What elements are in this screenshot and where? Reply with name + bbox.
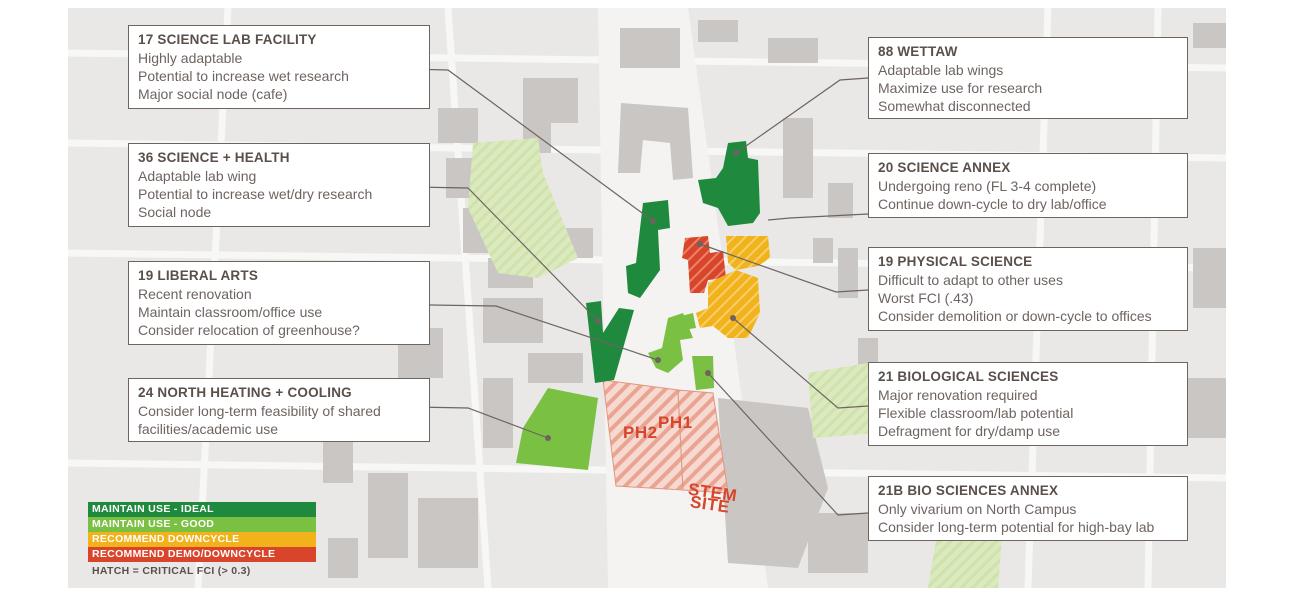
callout-title: 19 PHYSICAL SCIENCE [878, 254, 1033, 269]
leader-20 [767, 213, 869, 221]
callout-line: Maintain classroom/office use [138, 304, 323, 320]
callout-line: Somewhat disconnected [878, 98, 1031, 114]
callout-line: Maximize use for research [878, 80, 1043, 96]
callout-line: Defragment for dry/damp use [878, 423, 1061, 439]
site-ph1 [677, 389, 729, 494]
building-21-biological-sciences [696, 270, 760, 338]
callout-line: Social node [138, 204, 212, 220]
callout-19-liberal-arts: 19 LIBERAL ARTS Recent renovation Mainta… [128, 261, 430, 345]
green-space-east [808, 363, 878, 438]
callout-24-north-heating-cooling: 24 NORTH HEATING + COOLING Consider long… [128, 378, 430, 442]
callout-88-wettaw: 88 WETTAW Adaptable lab wings Maximize u… [868, 37, 1188, 119]
leader-dots [545, 150, 739, 441]
callout-line: Consider demolition or down-cycle to off… [878, 308, 1152, 324]
callout-19-physical-science: 19 PHYSICAL SCIENCE Difficult to adapt t… [868, 247, 1188, 331]
callout-line: Worst FCI (.43) [878, 290, 974, 306]
callout-line: Consider long-term feasibility of shared [138, 403, 381, 419]
callout-title: 21B BIO SCIENCES ANNEX [878, 483, 1059, 498]
callout-title: 19 LIBERAL ARTS [138, 268, 259, 283]
callout-line: Difficult to adapt to other uses [878, 272, 1063, 288]
building-88-wettaw [698, 141, 760, 226]
building-21b-bio-sciences-annex [692, 356, 714, 390]
callout-20-science-annex: 20 SCIENCE ANNEX Undergoing reno (FL 3-4… [868, 153, 1188, 218]
legend-hatch-note: HATCH = CRITICAL FCI (> 0.3) [92, 565, 251, 577]
callout-line: Potential to increase wet/dry research [138, 186, 373, 202]
leader-21 [732, 317, 869, 409]
legend-maintain-ideal: MAINTAIN USE - IDEAL [88, 502, 316, 517]
callout-title: 20 SCIENCE ANNEX [878, 160, 1011, 175]
legend-recommend-demo: RECOMMEND DEMO/DOWNCYCLE [88, 547, 316, 562]
building-19-physical-science [726, 236, 770, 270]
site-label-ph2: PH2 [623, 423, 658, 442]
site-label-ph1: PH1 [658, 413, 693, 432]
leader-19ps [699, 243, 869, 293]
callout-title: 36 SCIENCE + HEALTH [138, 150, 290, 165]
callout-line: facilities/academic use [138, 421, 279, 437]
callout-line: Consider relocation of greenhouse? [138, 322, 360, 338]
callout-21-biological-sciences: 21 BIOLOGICAL SCIENCES Major renovation … [868, 362, 1188, 446]
building-17-science-lab [626, 200, 670, 298]
callout-line: Recent renovation [138, 286, 252, 302]
callout-title: 24 NORTH HEATING + COOLING [138, 385, 352, 400]
callout-line: Undergoing reno (FL 3-4 complete) [878, 178, 1097, 194]
building-20-science-annex [682, 236, 726, 293]
callout-line: Major renovation required [878, 387, 1038, 403]
callout-line: Adaptable lab wings [878, 62, 1004, 78]
callout-line: Flexible classroom/lab potential [878, 405, 1074, 421]
legend-maintain-good: MAINTAIN USE - GOOD [88, 517, 316, 532]
callout-line: Continue down-cycle to dry lab/office [878, 196, 1107, 212]
callout-line: Only vivarium on North Campus [878, 501, 1077, 517]
leader-21b [707, 372, 869, 516]
green-space-west [468, 138, 578, 278]
callout-line: Consider long-term potential for high-ba… [878, 519, 1155, 535]
callout-title: 88 WETTAW [878, 44, 958, 59]
callout-title: 17 SCIENCE LAB FACILITY [138, 32, 317, 47]
callout-line: Potential to increase wet research [138, 68, 349, 84]
leader-88 [735, 77, 869, 154]
building-24-north-heating-cooling [516, 388, 598, 470]
callout-21b-bio-sciences-annex: 21B BIO SCIENCES ANNEX Only vivarium on … [868, 476, 1188, 541]
callout-line: Adaptable lab wing [138, 168, 257, 184]
callout-line: Highly adaptable [138, 50, 243, 66]
callout-36-science-health: 36 SCIENCE + HEALTH Adaptable lab wing P… [128, 143, 430, 227]
callout-17-science-lab-facility: 17 SCIENCE LAB FACILITY Highly adaptable… [128, 25, 430, 109]
callout-title: 21 BIOLOGICAL SCIENCES [878, 369, 1059, 384]
legend: MAINTAIN USE - IDEAL MAINTAIN USE - GOOD… [88, 502, 316, 579]
legend-recommend-downcycle: RECOMMEND DOWNCYCLE [88, 532, 316, 547]
callout-line: Major social node (cafe) [138, 86, 288, 102]
